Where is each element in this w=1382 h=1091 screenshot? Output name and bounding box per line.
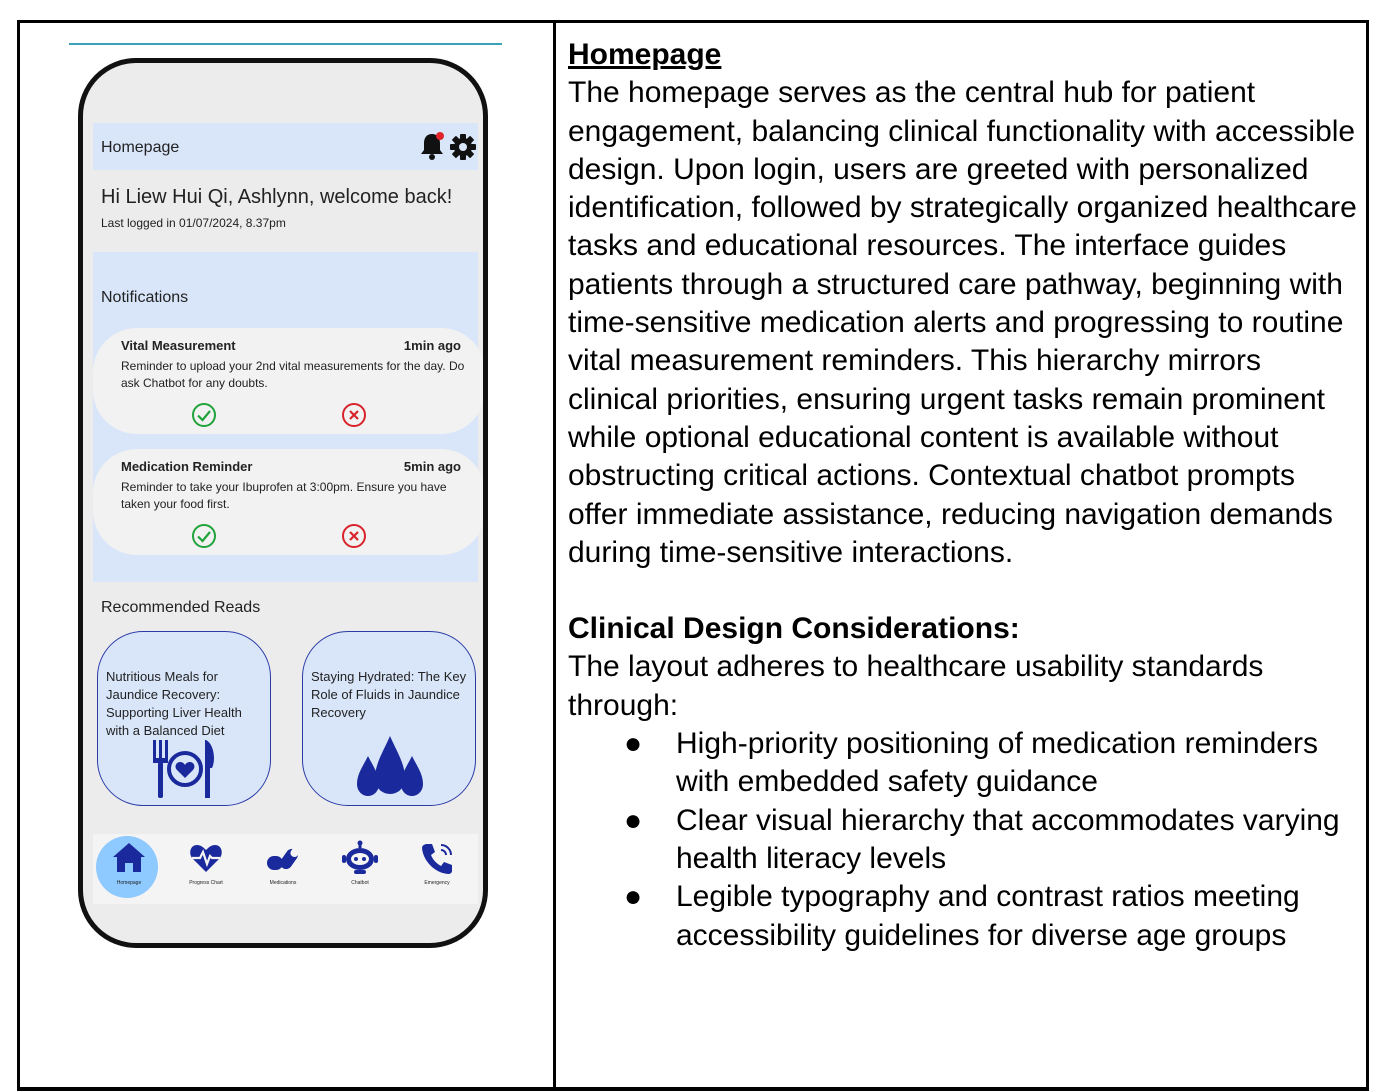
layout-table <box>17 20 1369 1091</box>
app-header: Homepage <box>93 123 478 170</box>
bullet-item: ● Clear visual hierarchy that accommodate… <box>568 802 1358 879</box>
phone-mockup: Homepage <box>78 58 488 948</box>
decorative-line <box>69 43 502 45</box>
bullet-text: Legible typography and contrast ratios m… <box>676 880 1300 952</box>
nav-label: Progress Chart <box>189 880 223 886</box>
bullet-text: Clear visual hierarchy that accommodates… <box>676 803 1340 875</box>
dismiss-icon[interactable] <box>341 402 367 428</box>
gear-icon[interactable] <box>448 132 478 162</box>
welcome-section: Hi Liew Hui Qi, Ashlynn, welcome back! L… <box>93 170 478 252</box>
nav-item-progress-chart[interactable]: Progress Chart <box>170 834 242 904</box>
homepage-paragraph: The homepage serves as the central hub f… <box>568 76 1357 569</box>
bullet-dot: ● <box>624 727 643 761</box>
check-icon[interactable] <box>191 523 217 549</box>
notification-card-medication[interactable]: Medication Reminder 5min ago Reminder to… <box>93 449 483 555</box>
notifications-section: Notifications Vital Measurement 1min ago… <box>93 252 483 582</box>
row-divider <box>20 1087 1366 1090</box>
homepage-heading: Homepage <box>568 38 722 71</box>
nav-label: Chatbot <box>351 880 369 886</box>
pills-icon <box>267 848 299 870</box>
dismiss-icon[interactable] <box>341 523 367 549</box>
bullet-item: ● High-priority positioning of medication… <box>568 725 1358 802</box>
read-card-title: Staying Hydrated: The Key Role of Fluids… <box>311 669 467 720</box>
notification-body: Reminder to upload your 2nd vital measur… <box>121 359 465 390</box>
phone-call-icon <box>422 844 452 874</box>
heart-pulse-icon <box>190 845 222 872</box>
clinical-heading: Clinical Design Considerations: <box>568 612 1020 646</box>
notification-title: Vital Measurement <box>121 338 236 353</box>
nav-label: Homepage <box>116 880 142 886</box>
welcome-message: Hi Liew Hui Qi, Ashlynn, welcome back! <box>101 186 453 208</box>
notification-title: Medication Reminder <box>121 459 253 474</box>
plate-heart-icon <box>153 740 214 798</box>
nav-item-homepage[interactable]: Homepage <box>93 834 165 904</box>
nav-label: Emergency <box>424 880 450 886</box>
bottom-nav: Homepage Progress Chart Medications <box>93 834 478 904</box>
notification-time: 5min ago <box>403 459 461 474</box>
column-divider <box>553 23 556 1088</box>
notification-card-vital[interactable]: Vital Measurement 1min ago Reminder to u… <box>93 328 483 434</box>
notification-body: Reminder to take your Ibuprofen at 3:00p… <box>121 480 447 511</box>
nav-item-medications[interactable]: Medications <box>247 834 319 904</box>
read-card-title: Nutritious Meals for Jaundice Recovery: … <box>106 669 242 738</box>
notifications-title: Notifications <box>101 289 189 306</box>
nav-label: Medications <box>269 880 297 886</box>
notification-time: 1min ago <box>403 338 461 353</box>
recommended-reads-section: Recommended Reads Nutritious Meals for J… <box>93 582 478 834</box>
recommended-reads-title: Recommended Reads <box>101 599 261 616</box>
home-icon <box>113 843 145 872</box>
last-login-text: Last logged in 01/07/2024, 8.37pm <box>101 216 286 230</box>
robot-icon <box>342 840 378 874</box>
water-drops-icon <box>357 736 423 796</box>
read-card-nutrition[interactable]: Nutritious Meals for Jaundice Recovery: … <box>97 631 271 806</box>
description-column: Homepage The homepage serves as the cent… <box>568 36 1358 955</box>
nav-item-emergency[interactable]: Emergency <box>401 834 473 904</box>
read-card-hydration[interactable]: Staying Hydrated: The Key Role of Fluids… <box>302 631 476 806</box>
app-header-title: Homepage <box>101 139 180 156</box>
clinical-bullet-list: ● High-priority positioning of medication… <box>568 725 1358 955</box>
check-icon[interactable] <box>191 402 217 428</box>
bell-icon[interactable] <box>418 131 446 161</box>
bullet-item: ● Legible typography and contrast ratios … <box>568 878 1358 955</box>
nav-item-chatbot[interactable]: Chatbot <box>324 834 396 904</box>
bullet-text: High-priority positioning of medication … <box>676 727 1318 799</box>
bullet-dot: ● <box>624 880 643 914</box>
bullet-dot: ● <box>624 803 643 837</box>
clinical-intro: The layout adheres to healthcare usabili… <box>568 650 1264 722</box>
